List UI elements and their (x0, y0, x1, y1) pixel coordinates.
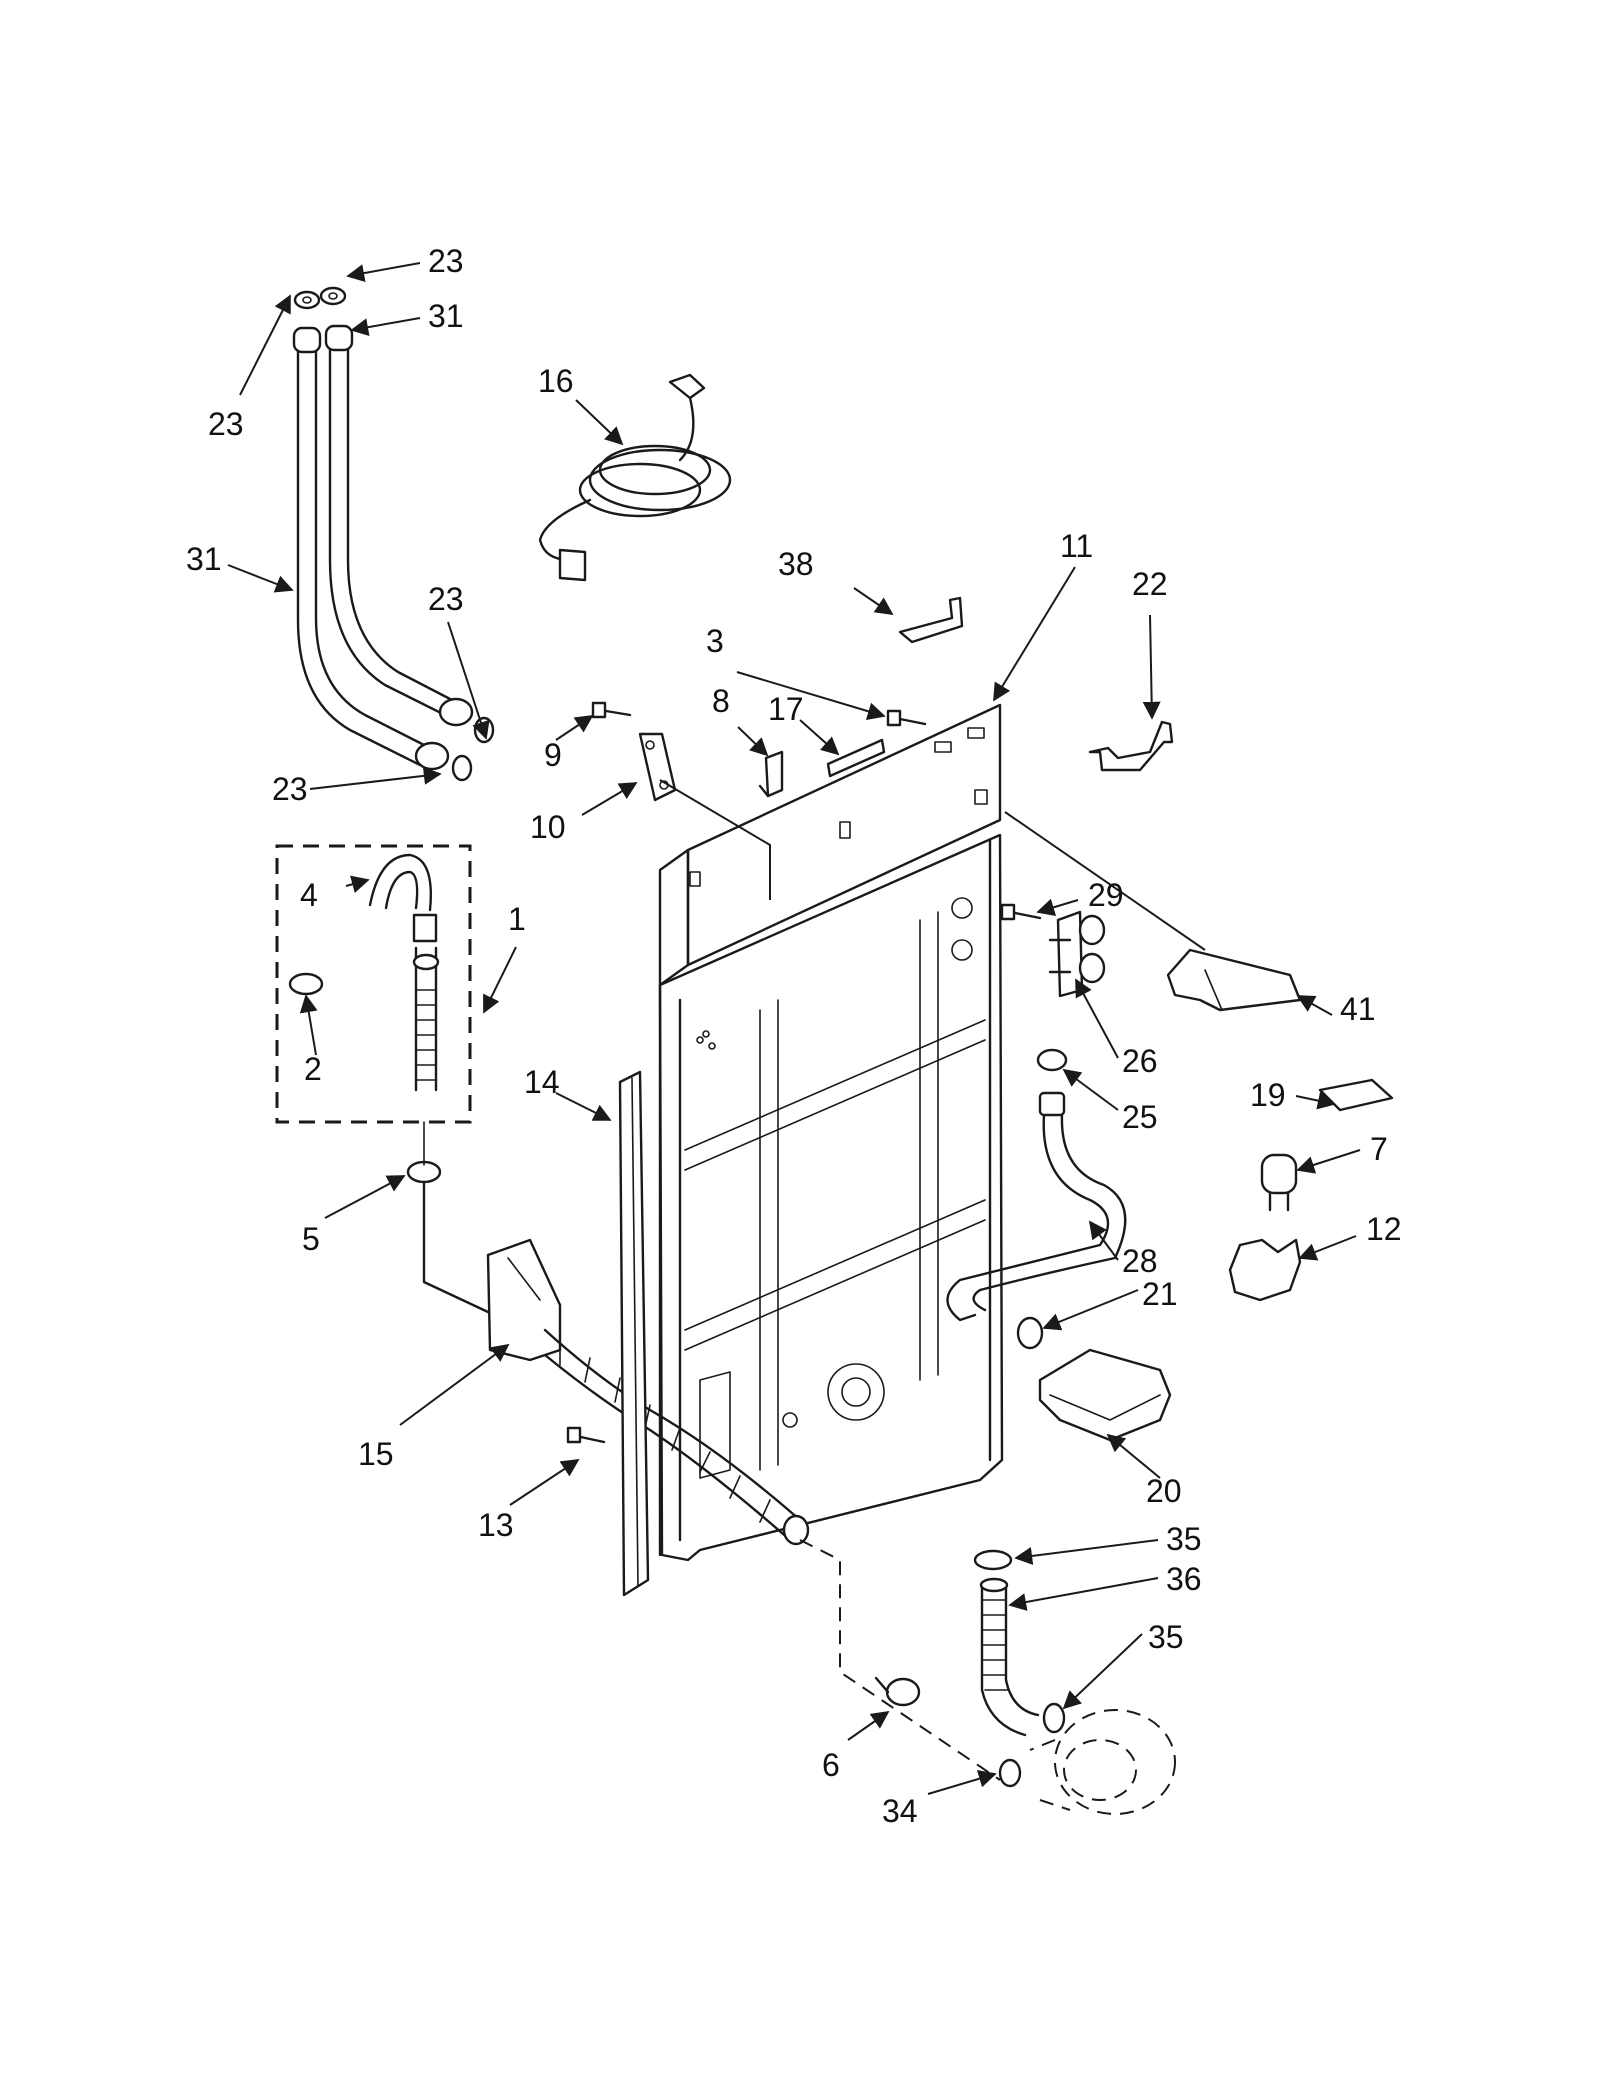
pump-phantom (1029, 1709, 1176, 1815)
callout-38: 38 (778, 546, 814, 582)
screw-9 (591, 701, 632, 719)
power-cord (538, 373, 732, 582)
callout-23: 23 (272, 771, 308, 807)
callout-3: 3 (706, 623, 724, 659)
clamp-35-bottom (1042, 1702, 1066, 1734)
callout-21: 21 (1142, 1276, 1178, 1312)
callout-41: 41 (1340, 991, 1376, 1027)
clamp-6 (874, 1676, 921, 1707)
callout-19: 19 (1250, 1077, 1286, 1113)
screw-3 (886, 709, 927, 727)
callout-31: 31 (186, 541, 222, 577)
water-valve (1048, 910, 1106, 998)
callout-7: 7 (1370, 1131, 1388, 1167)
callout-8: 8 (712, 683, 730, 719)
screw-29 (1000, 903, 1042, 921)
callout-23: 23 (428, 243, 464, 279)
callout-28: 28 (1122, 1243, 1158, 1279)
fill-hose (946, 1091, 1127, 1322)
cap-7 (1260, 1153, 1298, 1212)
bracket-38 (898, 596, 964, 644)
drain-kit-1 (275, 844, 472, 1124)
callout-2: 2 (304, 1051, 322, 1087)
callout-17: 17 (768, 691, 804, 727)
callout-22: 22 (1132, 566, 1168, 602)
callout-11: 11 (1060, 528, 1093, 564)
clip-8 (764, 750, 784, 798)
callout-29: 29 (1088, 877, 1124, 913)
callout-34: 34 (882, 1793, 918, 1829)
callout-35: 35 (1166, 1521, 1202, 1557)
callout-31: 31 (428, 298, 464, 334)
callout-20: 20 (1146, 1473, 1182, 1509)
label-19 (1318, 1078, 1394, 1112)
drain-outlet-hose (979, 1577, 1040, 1737)
inlet-hose-pair (292, 324, 474, 771)
clamp-25 (1036, 1048, 1068, 1072)
clamp-21 (1016, 1316, 1044, 1350)
drain-hose-assembly (422, 1180, 810, 1546)
callout-13: 13 (478, 1507, 514, 1543)
callout-labels: 23 31 23 31 16 38 11 22 23 3 8 17 9 23 1… (186, 243, 1402, 1829)
callout-leaders (227, 262, 1361, 1795)
callout-5: 5 (302, 1221, 320, 1257)
callout-15: 15 (358, 1436, 394, 1472)
callout-35: 35 (1148, 1619, 1184, 1655)
label-17 (826, 738, 886, 778)
bracket-22 (1088, 720, 1174, 772)
callout-14: 14 (524, 1064, 560, 1100)
callout-6: 6 (822, 1747, 840, 1783)
siphon-break (1038, 1348, 1172, 1442)
callout-1: 1 (508, 901, 526, 937)
callout-25: 25 (1122, 1099, 1158, 1135)
callout-26: 26 (1122, 1043, 1158, 1079)
callout-4: 4 (300, 877, 318, 913)
bracket-41 (1166, 948, 1302, 1012)
clamp-35-top (973, 1549, 1013, 1571)
callout-36: 36 (1166, 1561, 1202, 1597)
callout-9: 9 (544, 737, 562, 773)
side-rail-14 (618, 1070, 650, 1597)
bracket-12 (1228, 1238, 1302, 1302)
screw-13 (566, 1426, 606, 1444)
callout-10: 10 (530, 809, 566, 845)
callout-16: 16 (538, 363, 574, 399)
callout-12: 12 (1366, 1211, 1402, 1247)
callout-23: 23 (208, 406, 244, 442)
callout-23: 23 (428, 581, 464, 617)
strap-10 (638, 732, 677, 802)
rear-panel (658, 703, 1004, 1562)
clamp-34 (998, 1758, 1022, 1788)
